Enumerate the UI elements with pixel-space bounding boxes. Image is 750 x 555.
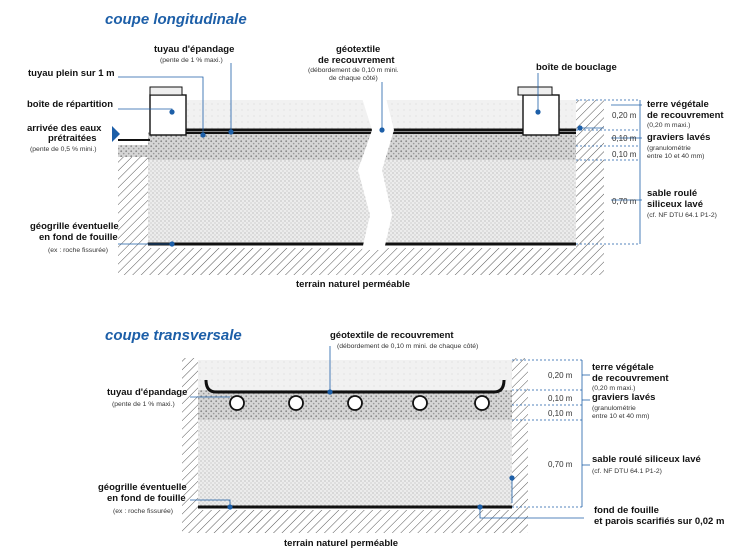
leader-dot [169, 241, 175, 247]
geotextile-line [204, 379, 506, 394]
pipe-circle [347, 395, 363, 411]
label-arrivee-1: arrivée des eaux [27, 123, 102, 134]
label-geogrille-sub: (ex : roche fissurée) [113, 508, 173, 515]
pipe-circle [412, 395, 428, 411]
label-sable-sub: (cf. NF DTU 64.1 P1-2) [647, 212, 717, 219]
label-geotextile-sub-1: (débordement de 0,10 m mini. [308, 67, 399, 74]
ground-right-wall [512, 358, 528, 533]
distribution-box [149, 94, 187, 136]
dim-label: 0,70 m [612, 197, 637, 206]
leader-dot [509, 475, 515, 481]
ground-bottom [182, 510, 528, 533]
dim-label: 0,20 m [612, 111, 637, 120]
label-graviers-sub-1: (granulométrie [592, 405, 636, 412]
label-geogrille-1: géogrille éventuelle [30, 221, 119, 232]
leader-dot [200, 132, 206, 138]
inlet-gravel [118, 145, 150, 157]
label-geotextile-2: de recouvrement [318, 55, 395, 66]
ground-left-wall [182, 358, 198, 533]
label-terrain: terrain naturel perméable [284, 538, 398, 549]
topsoil-layer [198, 360, 512, 390]
label-graviers: graviers lavés [647, 132, 710, 143]
label-geotextile-sub: (débordement de 0,10 m mini. de chaque c… [337, 343, 478, 350]
label-graviers: graviers lavés [592, 392, 655, 403]
label-geogrille-1: géogrille éventuelle [98, 482, 187, 493]
label-graviers-sub-2: entre 10 et 40 mm) [647, 153, 704, 160]
pipe-circle [474, 395, 490, 411]
section-break [358, 98, 394, 250]
ground-bottom [118, 248, 604, 275]
label-tuyau-epandage: tuyau d'épandage [154, 44, 234, 55]
label-geotextile-sub-2: de chaque côté) [329, 75, 378, 82]
label-terre-1: terre végétale [592, 362, 654, 373]
label-geogrille-2: en fond de fouille [107, 493, 186, 504]
label-arrivee-sub: (pente de 0,5 % mini.) [30, 146, 97, 153]
label-terre-sub: (0,20 m maxi.) [592, 385, 635, 392]
sand-layer [198, 420, 512, 508]
dim-label: 0,10 m [548, 409, 573, 418]
label-fond-2: et parois scarifiés sur 0,02 m [594, 516, 724, 527]
label-tuyau-epandage-sub: (pente de 1 % maxi.) [112, 401, 175, 408]
pipe-circle [229, 395, 245, 411]
label-tuyau-epandage: tuyau d'épandage [107, 387, 187, 398]
loop-box [522, 94, 560, 136]
label-tuyau-plein: tuyau plein sur 1 m [28, 68, 115, 79]
pipe-circle [288, 395, 304, 411]
label-tuyau-epandage-sub: (pente de 1 % maxi.) [160, 57, 223, 64]
dim-label: 0,70 m [548, 460, 573, 469]
label-terrain: terrain naturel perméable [296, 279, 410, 290]
gravel-layer [148, 132, 576, 160]
transversal-section: coupe transversale [98, 327, 724, 549]
dim-label: 0,10 m [612, 134, 637, 143]
label-terre-1: terre végétale [647, 99, 709, 110]
inlet-arrow-icon [112, 126, 120, 142]
leader-tuyau-plein [118, 76, 204, 135]
label-geogrille-2: en fond de fouille [39, 232, 118, 243]
label-geotextile: géotextile de recouvrement [330, 330, 454, 341]
label-boite-repartition: boîte de répartition [27, 99, 113, 110]
leader-dot [535, 109, 541, 115]
distribution-box-lid [149, 86, 183, 96]
label-terre-2: de recouvrement [647, 110, 724, 121]
label-sable-2: siliceux lavé [647, 199, 703, 210]
label-geogrille-sub: (ex : roche fissurée) [48, 247, 108, 254]
label-sable-1: sable roulé [647, 188, 697, 199]
label-graviers-sub-1: (granulométrie [647, 145, 691, 152]
loop-box-lid [517, 86, 553, 96]
label-boite-bouclage: boîte de bouclage [536, 62, 617, 73]
leader-dot [169, 109, 175, 115]
label-sable: sable roulé siliceux lavé [592, 454, 701, 465]
leader-dot [477, 504, 483, 510]
label-geotextile-1: géotextile [336, 44, 380, 55]
leader-dot [577, 125, 583, 131]
leader-dot [228, 129, 234, 135]
longitudinal-section: coupe longitudinale [27, 11, 724, 290]
longitudinal-title: coupe longitudinale [105, 11, 247, 28]
dim-label: 0,20 m [548, 371, 573, 380]
leader-dot [379, 127, 385, 133]
topsoil-layer [150, 100, 576, 130]
label-terre-2: de recouvrement [592, 373, 669, 384]
leader-dot [327, 389, 333, 395]
dim-label: 0,10 m [548, 394, 573, 403]
label-terre-sub: (0,20 m maxi.) [647, 122, 690, 129]
label-sable-sub: (cf. NF DTU 64.1 P1-2) [592, 468, 662, 475]
transversal-title: coupe transversale [105, 327, 242, 344]
label-graviers-sub-2: entre 10 et 40 mm) [592, 413, 649, 420]
leader-fond [479, 507, 584, 519]
label-arrivee-2: prétraitées [48, 133, 97, 144]
leader-dot [227, 504, 233, 510]
dim-label: 0,10 m [612, 150, 637, 159]
label-fond-1: fond de fouille [594, 505, 659, 516]
